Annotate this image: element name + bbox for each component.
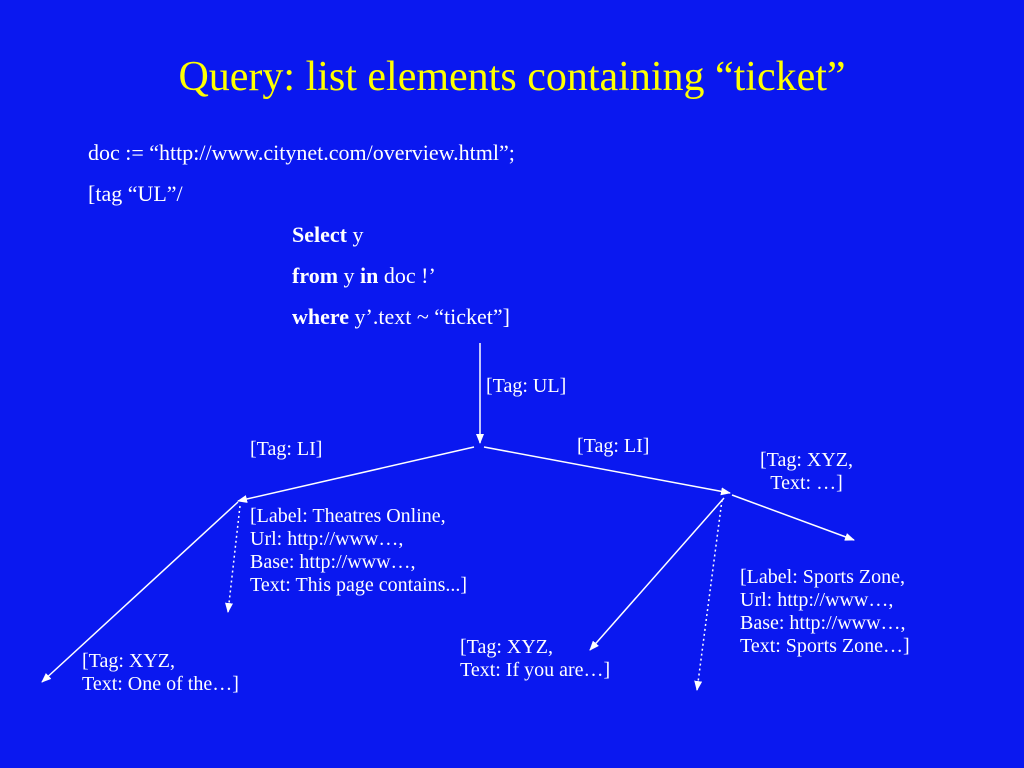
sports-label: [Label: Sports Zone, — [740, 566, 905, 588]
query-line-where: where y’.text ~ “ticket”] — [292, 304, 510, 330]
theatres-label: [Label: Theatres Online, — [250, 505, 446, 527]
slide-title: Query: list elements containing “ticket” — [178, 54, 846, 100]
xyz-left-bottom-line1: [Tag: XYZ, — [82, 650, 176, 672]
sports-url: Url: http://www…, — [740, 589, 894, 611]
keyword-where: where — [292, 304, 350, 329]
edge-li-right-to-xyz-top — [731, 494, 855, 541]
node-xyz-right-top-line2: Text: …] — [770, 472, 843, 494]
from-mid: y — [338, 263, 361, 288]
node-tag-li-right: [Tag: LI] — [577, 435, 650, 457]
query-line-select: Select y — [292, 222, 363, 248]
theatres-base: Base: http://www…, — [250, 551, 416, 573]
query-line-doc: doc := “http://www.citynet.com/overview.… — [88, 140, 515, 165]
sports-text: Text: Sports Zone…] — [740, 635, 910, 657]
where-rest: y’.text ~ “ticket”] — [349, 304, 510, 329]
xyz-left-bottom-line2: Text: One of the…] — [82, 673, 239, 695]
edge-node-to-li-left — [237, 446, 475, 503]
node-label-theatres: [Label: Theatres Online, Url: http://www… — [250, 505, 467, 597]
node-xyz-left-bottom: [Tag: XYZ, Text: One of the…] — [82, 650, 239, 696]
edge-li-left-dotted — [225, 505, 241, 613]
edge-li-left-to-xyz — [41, 501, 239, 683]
keyword-select: Select — [292, 222, 347, 247]
select-rest: y — [346, 222, 364, 247]
node-xyz-right-top: [Tag: XYZ, Text: …] — [760, 449, 853, 495]
edge-li-right-to-xyz-mid — [589, 497, 725, 651]
theatres-url: Url: http://www…, — [250, 528, 404, 550]
xyz-mid-bottom-line1: [Tag: XYZ, — [460, 636, 554, 658]
xyz-mid-bottom-line2: Text: If you are…] — [460, 659, 611, 681]
theatres-text: Text: This page contains...] — [250, 574, 468, 596]
keyword-in: in — [360, 263, 379, 288]
node-tag-ul: [Tag: UL] — [486, 375, 567, 397]
keyword-from: from — [292, 263, 339, 288]
from-rest: doc !’ — [378, 263, 436, 288]
node-xyz-right-top-line1: [Tag: XYZ, — [760, 449, 854, 471]
edge-node-to-li-right — [483, 446, 731, 496]
query-line-from: from y in doc !’ — [292, 263, 436, 289]
node-label-sports: [Label: Sports Zone, Url: http://www…, B… — [740, 566, 910, 658]
node-xyz-mid-bottom: [Tag: XYZ, Text: If you are…] — [460, 636, 610, 682]
edge-li-right-dotted — [694, 499, 723, 691]
sports-base: Base: http://www…, — [740, 612, 906, 634]
query-line-tag: [tag “UL”/ — [88, 181, 183, 206]
node-tag-li-left: [Tag: LI] — [250, 438, 323, 460]
